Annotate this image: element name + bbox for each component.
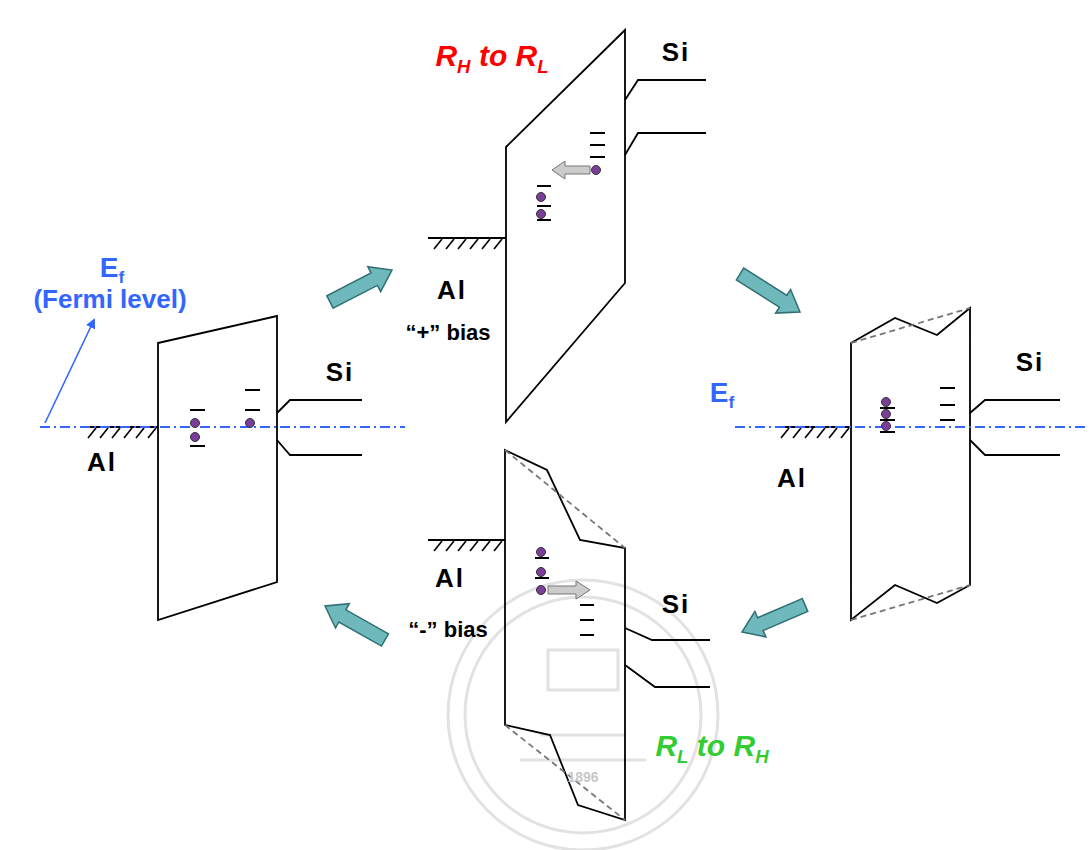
material-label: Al <box>437 275 467 305</box>
metal-hatching <box>88 239 849 551</box>
cycle-arrow <box>327 267 392 309</box>
label-group: Ef <box>710 378 734 409</box>
hatch-stroke <box>458 541 466 551</box>
annotation-label: H <box>457 55 470 76</box>
label-group: Al <box>435 564 465 593</box>
label-group: Al <box>87 448 117 477</box>
hatch-stroke <box>112 428 120 438</box>
watermark-text: 1896 <box>567 769 598 785</box>
annotation-label: to R <box>697 729 755 762</box>
cycle-arrow <box>742 599 808 637</box>
hatch-stroke <box>124 428 132 438</box>
hatch-stroke <box>494 541 502 551</box>
label-group: 1896 <box>567 770 598 785</box>
label-group: RLto RH <box>655 729 768 762</box>
annotation-label: (Fermi level) <box>33 284 186 314</box>
hatch-stroke <box>494 239 502 249</box>
annotation-label: R <box>655 729 677 762</box>
band-diagram-positive-bias <box>428 30 706 422</box>
material-label: Si <box>662 37 691 67</box>
hatch-stroke <box>446 541 454 551</box>
material-label: Si <box>1016 347 1045 377</box>
hatch-stroke <box>458 239 466 249</box>
hatch-stroke <box>829 428 837 438</box>
annotation-label: “+” bias <box>406 320 491 345</box>
material-label: Al <box>435 563 465 593</box>
hatch-stroke <box>482 239 490 249</box>
annotation-label: f <box>118 267 124 287</box>
hatch-stroke <box>781 428 789 438</box>
label-group: Al <box>437 276 467 305</box>
annotation-label: E <box>710 377 729 408</box>
trap-electrons <box>882 398 891 431</box>
hatch-stroke <box>446 239 454 249</box>
hatch-stroke <box>817 428 825 438</box>
label-group: Ef <box>100 253 124 284</box>
band-diagram-low-resistance <box>735 308 1085 620</box>
electron-motion-arrow <box>552 161 590 179</box>
label-group: Al <box>777 464 807 493</box>
label-group: Si <box>326 358 355 387</box>
hatch-stroke <box>100 428 108 438</box>
hatch-stroke <box>793 428 801 438</box>
hatch-stroke <box>470 541 478 551</box>
annotation-label: f <box>728 392 734 412</box>
hatch-stroke <box>434 239 442 249</box>
hatch-stroke <box>136 428 144 438</box>
annotation-label: to R <box>479 39 537 72</box>
material-label: Al <box>87 447 117 477</box>
label-group: “-” bias <box>408 618 487 642</box>
annotation-label: E <box>100 252 119 283</box>
annotation-label: R <box>435 39 457 72</box>
label-group: Si <box>662 590 691 619</box>
trap-electrons <box>191 419 255 442</box>
hatch-stroke <box>88 428 96 438</box>
label-group: (Fermi level) <box>33 285 186 314</box>
label-group: RHto RL <box>435 39 548 72</box>
band-diagram-equilibrium <box>40 316 405 620</box>
hatch-stroke <box>470 239 478 249</box>
electron-motion-arrow <box>548 581 590 599</box>
material-label: Al <box>777 463 807 493</box>
hatch-stroke <box>805 428 813 438</box>
hatch-stroke <box>148 428 156 438</box>
label-group: Si <box>1016 348 1045 377</box>
annotation-label: “-” bias <box>408 617 487 642</box>
annotation-label: L <box>537 55 548 76</box>
hatch-stroke <box>434 541 442 551</box>
annotation-label: L <box>677 745 688 766</box>
cycle-arrow <box>736 268 800 313</box>
material-label: Si <box>326 357 355 387</box>
material-label: Si <box>662 589 691 619</box>
hatch-stroke <box>841 428 849 438</box>
cycle-arrows <box>325 267 808 646</box>
label-group: “+” bias <box>406 321 491 345</box>
hatch-stroke <box>482 541 490 551</box>
trap-electrons <box>537 548 546 595</box>
label-group: Si <box>662 38 691 67</box>
cycle-arrow <box>325 604 389 646</box>
annotation-label: H <box>755 745 768 766</box>
